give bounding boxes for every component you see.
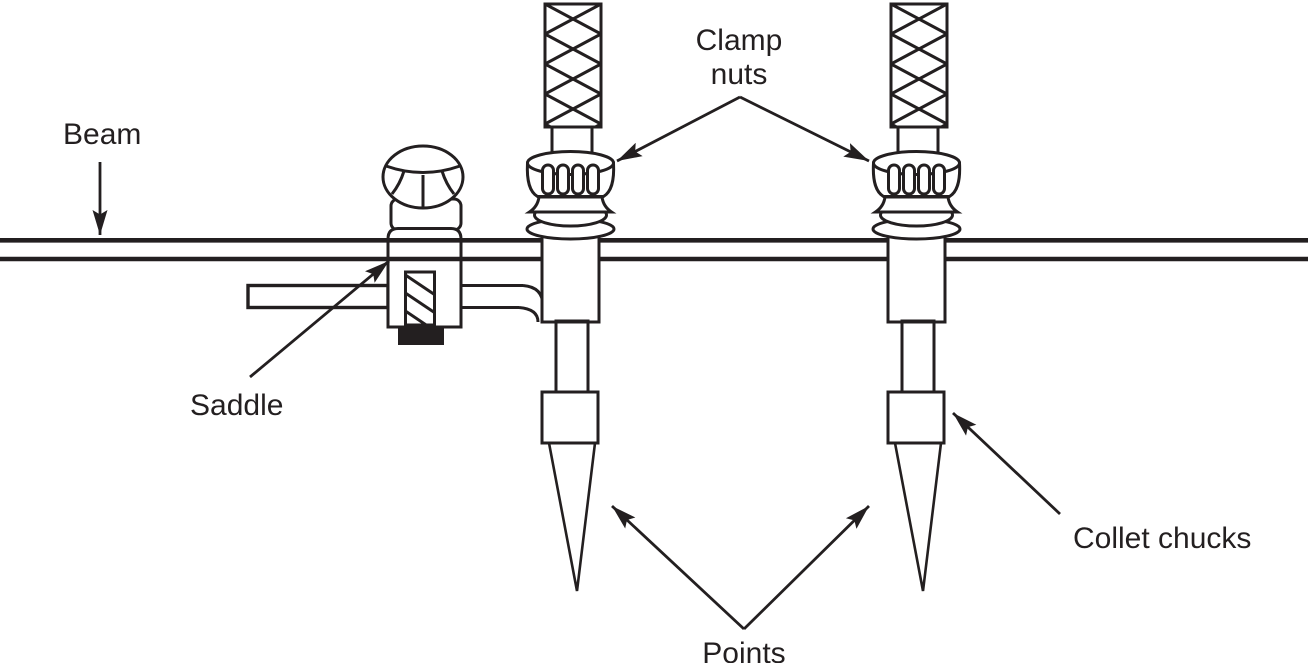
collet-chuck [540,390,600,445]
points-arrow-left [611,504,745,631]
nut-collar [524,195,617,214]
collet-chucks-arrow [952,411,1061,516]
clamp-nut [525,150,616,198]
clamp-nuts-label-line2: nuts [710,58,768,91]
clamp-nuts-label-line1: Clamp [695,24,783,57]
points-label: Points [702,637,786,663]
saddle-knob [381,144,465,210]
saddle-assembly [246,144,545,345]
beam [0,238,1308,262]
trammel-point-right [873,0,960,591]
saddle-arrow [249,259,390,379]
saddle-label: Saddle [190,389,284,422]
beam-label: Beam [63,118,142,151]
knurled-stem [543,2,603,129]
collet-chucks-label: Collet chucks [1073,522,1252,555]
saddle-rod-left [246,283,390,310]
trammel-point-left [524,2,617,592]
saddle-foot [398,327,444,345]
callout-arrows [92,95,1061,631]
point-needle [547,441,597,592]
clamp-nuts-label: Clamp nuts [679,24,799,92]
saddle-rod-right [455,284,545,323]
trammel-body [540,231,601,324]
lower-stem [554,319,590,394]
saddle-clamp-block [404,270,436,327]
clamp-nuts-arrow-right [739,95,870,163]
clamp-nuts-arrow-left [616,95,741,163]
points-arrow-right [743,505,870,630]
